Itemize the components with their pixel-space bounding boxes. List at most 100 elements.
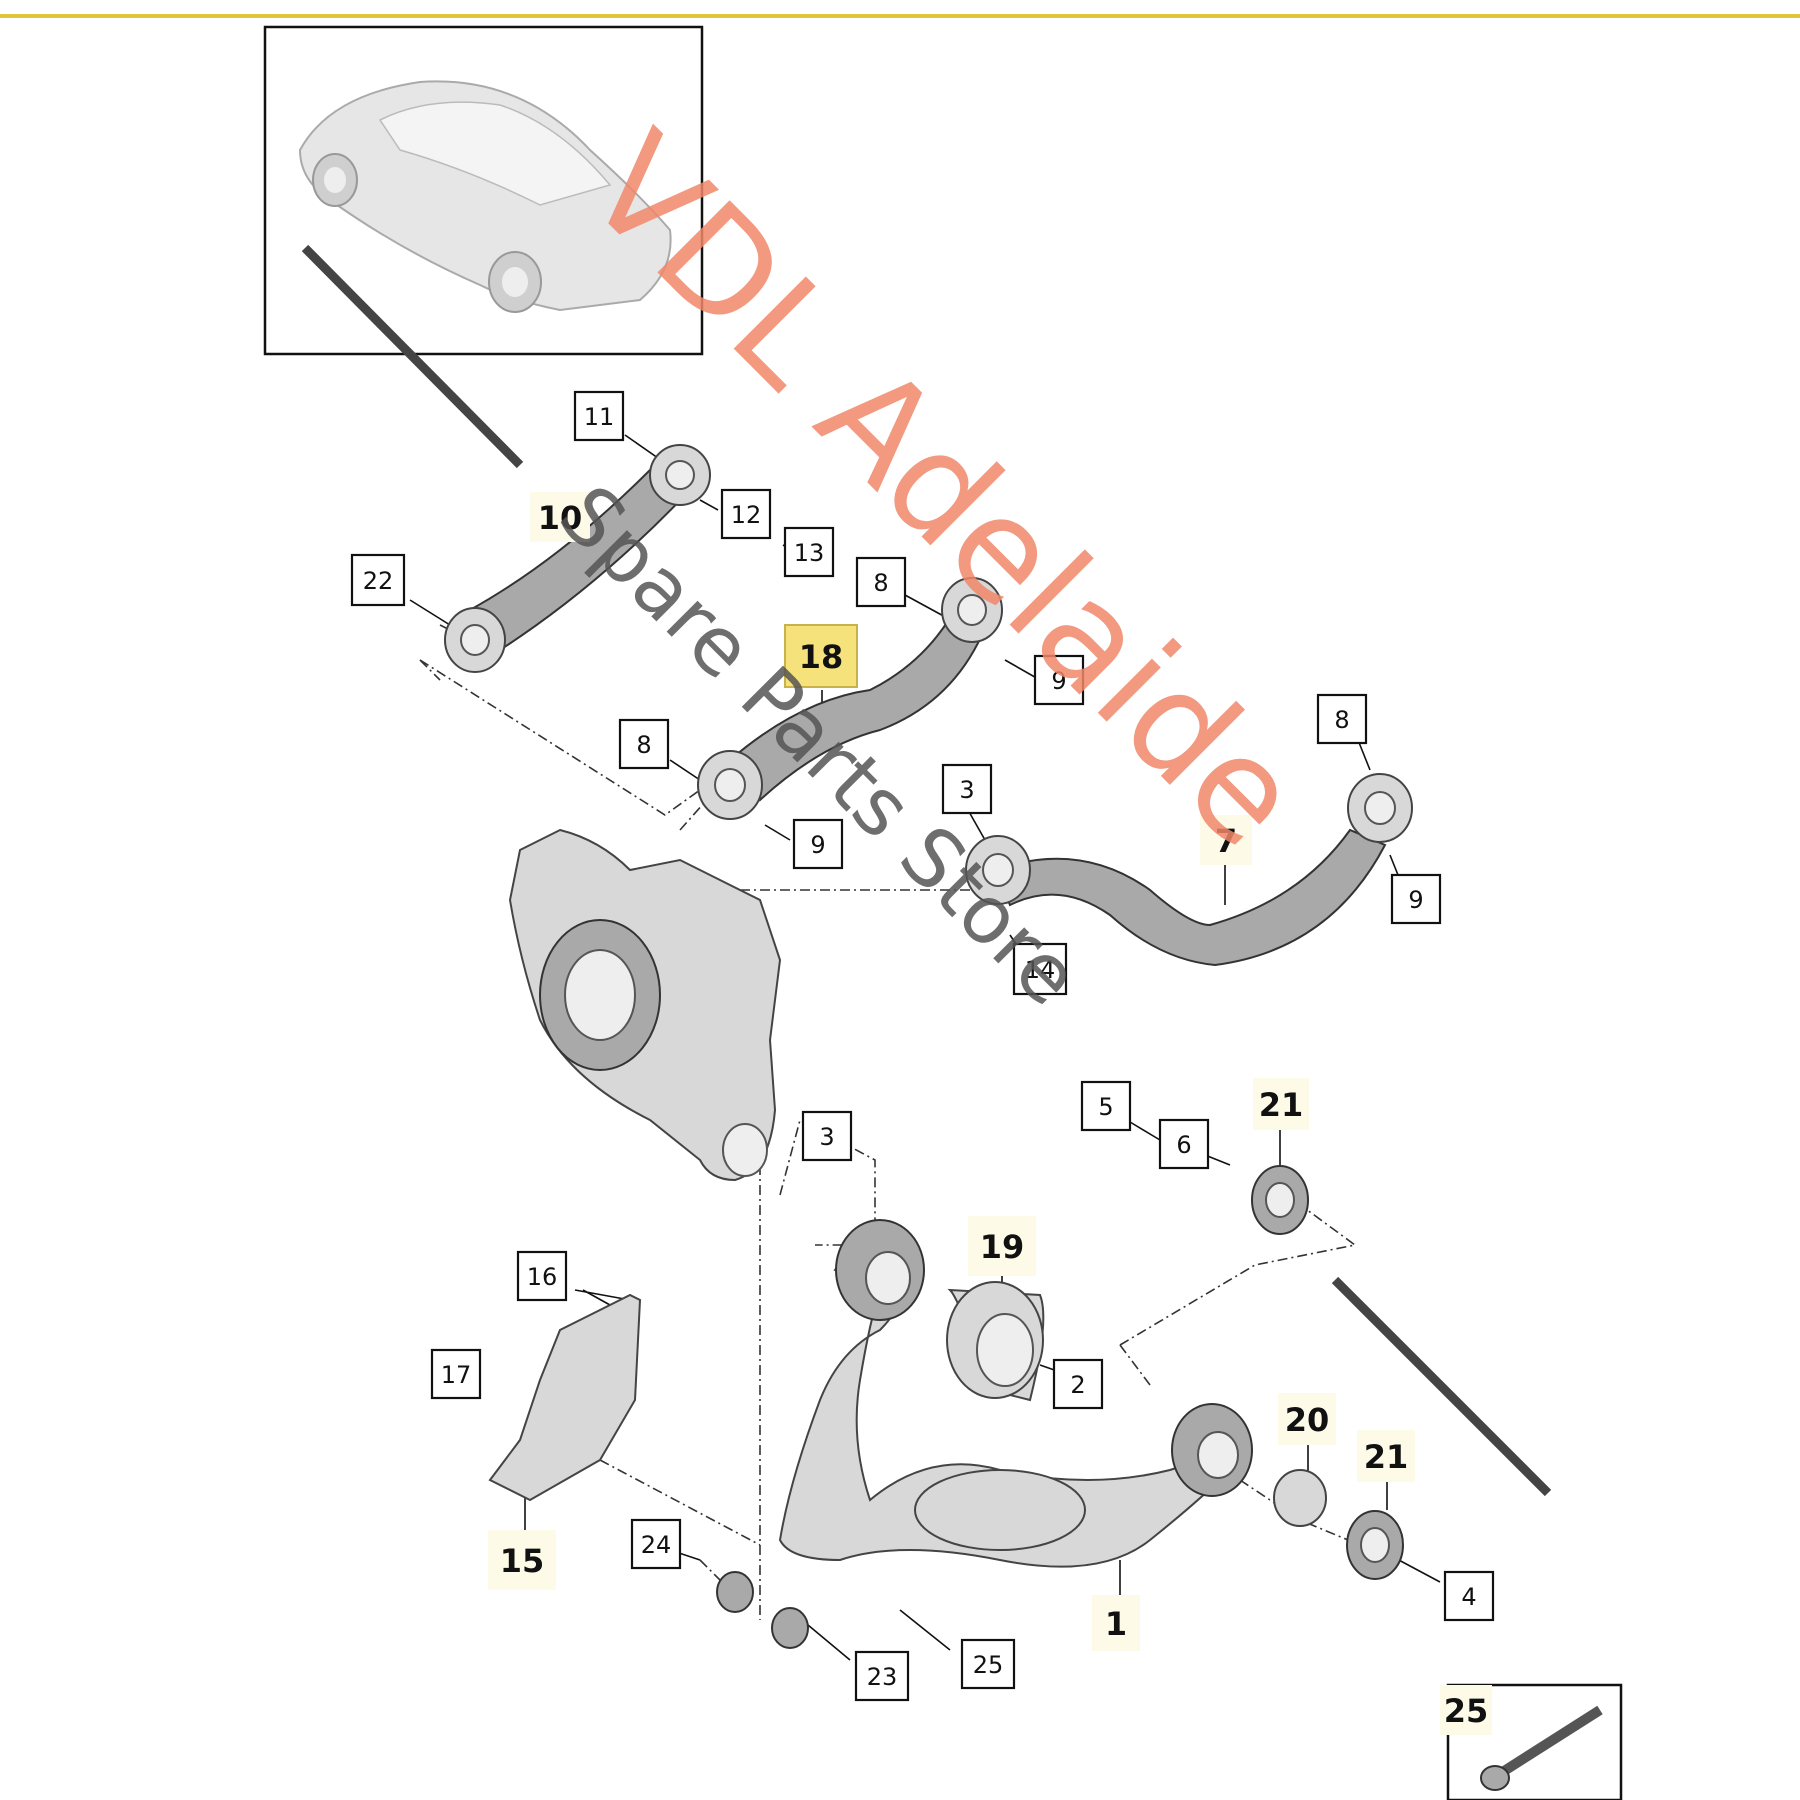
callout-box — [854, 1650, 910, 1702]
part-15-heat-shield — [488, 1293, 642, 1502]
callout-14: 14 — [1012, 942, 1068, 996]
callout-box — [1316, 693, 1368, 745]
callout-15: 15 — [488, 1530, 556, 1590]
callout-label: 25 — [1444, 1692, 1489, 1730]
callout-label: 2 — [1070, 1371, 1085, 1399]
callout-9: 9 — [792, 818, 844, 870]
callout-4: 4 — [1443, 1570, 1495, 1622]
part-10-link — [444, 444, 711, 673]
callout-box — [792, 818, 844, 870]
callout-label: 4 — [1461, 1583, 1476, 1611]
callout-box — [1278, 1393, 1336, 1445]
callout-9: 9 — [1390, 873, 1442, 925]
callout-2: 2 — [1052, 1358, 1104, 1410]
callout-23: 23 — [854, 1650, 910, 1702]
callout-label: 15 — [500, 1542, 545, 1580]
callout-label: 17 — [441, 1361, 472, 1389]
callout-label: 1 — [1105, 1605, 1127, 1643]
callout-box — [618, 718, 670, 770]
callout-label: 25 — [973, 1651, 1004, 1679]
part-20-bushing — [1273, 1469, 1327, 1527]
callout-label: 18 — [799, 638, 844, 676]
callout-25: 25 — [960, 1638, 1016, 1690]
callout-13: 13 — [783, 526, 835, 578]
callout-label: 8 — [1334, 706, 1349, 734]
callout-label: 16 — [527, 1263, 558, 1291]
part-wheel-carrier — [508, 828, 782, 1182]
part-25-bolt-inset — [1446, 1683, 1623, 1800]
callout-1: 1 — [1092, 1595, 1140, 1651]
callout-18: 18 — [784, 624, 858, 688]
part-18-upper-arm — [697, 577, 1003, 820]
callout-6: 6 — [1158, 1118, 1210, 1170]
callout-box — [1052, 1358, 1104, 1410]
callout-label: 13 — [794, 539, 825, 567]
callout-label: 14 — [1025, 956, 1056, 984]
callout-box — [1033, 654, 1085, 706]
callout-19: 19 — [968, 1216, 1036, 1276]
callout-box — [1443, 1570, 1495, 1622]
callout-box — [1253, 1078, 1309, 1130]
part-19-bushing — [946, 1281, 1045, 1402]
callout-label: 5 — [1098, 1093, 1113, 1121]
callout-label: 21 — [1259, 1086, 1304, 1124]
callout-label: 3 — [819, 1123, 834, 1151]
callout-21: 21 — [1253, 1078, 1309, 1130]
callout-box — [801, 1110, 853, 1162]
callout-11: 11 — [573, 390, 625, 442]
callout-21: 21 — [1357, 1430, 1415, 1482]
callout-17: 17 — [430, 1348, 482, 1400]
callout-8: 8 — [618, 718, 670, 770]
callout-label: 21 — [1364, 1438, 1409, 1476]
callout-box — [784, 624, 858, 688]
callout-label: 24 — [641, 1531, 672, 1559]
callout-box — [855, 556, 907, 608]
callout-3: 3 — [941, 763, 993, 815]
callout-label: 22 — [363, 567, 394, 595]
vehicle-thumbnail — [263, 25, 704, 356]
callout-12: 12 — [720, 488, 772, 540]
callout-8: 8 — [1316, 693, 1368, 745]
callout-5: 5 — [1080, 1080, 1132, 1132]
callout-label: 9 — [1051, 667, 1066, 695]
callout-box — [516, 1250, 568, 1302]
callout-box — [1440, 1685, 1492, 1735]
callout-16: 16 — [516, 1250, 568, 1302]
callout-label: 19 — [980, 1228, 1025, 1266]
callout-25: 25 — [1440, 1685, 1492, 1735]
callout-box — [1390, 873, 1442, 925]
callout-box — [960, 1638, 1016, 1690]
callout-box — [630, 1518, 682, 1570]
part-7-arm — [965, 773, 1413, 967]
callout-box — [1200, 815, 1252, 865]
callout-label: 8 — [873, 569, 888, 597]
part-1-lower-control-arm — [778, 1219, 1253, 1568]
parts-23-24-bushings — [716, 1571, 809, 1649]
leader-lines — [409, 434, 1441, 1661]
callout-box — [1357, 1430, 1415, 1482]
callout-box — [350, 553, 406, 607]
callout-label: 10 — [538, 499, 583, 537]
callout-label: 11 — [584, 403, 615, 431]
callout-box — [1158, 1118, 1210, 1170]
callout-3: 3 — [801, 1110, 853, 1162]
callout-box — [530, 492, 590, 542]
callout-22: 22 — [350, 553, 406, 607]
callout-7: 7 — [1200, 815, 1252, 865]
callout-label: 3 — [959, 776, 974, 804]
callout-label: 6 — [1176, 1131, 1191, 1159]
callout-box — [968, 1216, 1036, 1276]
callout-box — [783, 526, 835, 578]
callout-box — [720, 488, 772, 540]
top-rule — [0, 14, 1800, 18]
callout-box — [1012, 942, 1068, 996]
part-21-bushing-lower — [1346, 1510, 1404, 1580]
callout-20: 20 — [1278, 1393, 1336, 1445]
callout-box — [1092, 1595, 1140, 1651]
callout-box — [430, 1348, 482, 1400]
callout-box — [488, 1530, 556, 1590]
callout-label: 9 — [1408, 886, 1423, 914]
callout-label: 23 — [867, 1663, 898, 1691]
